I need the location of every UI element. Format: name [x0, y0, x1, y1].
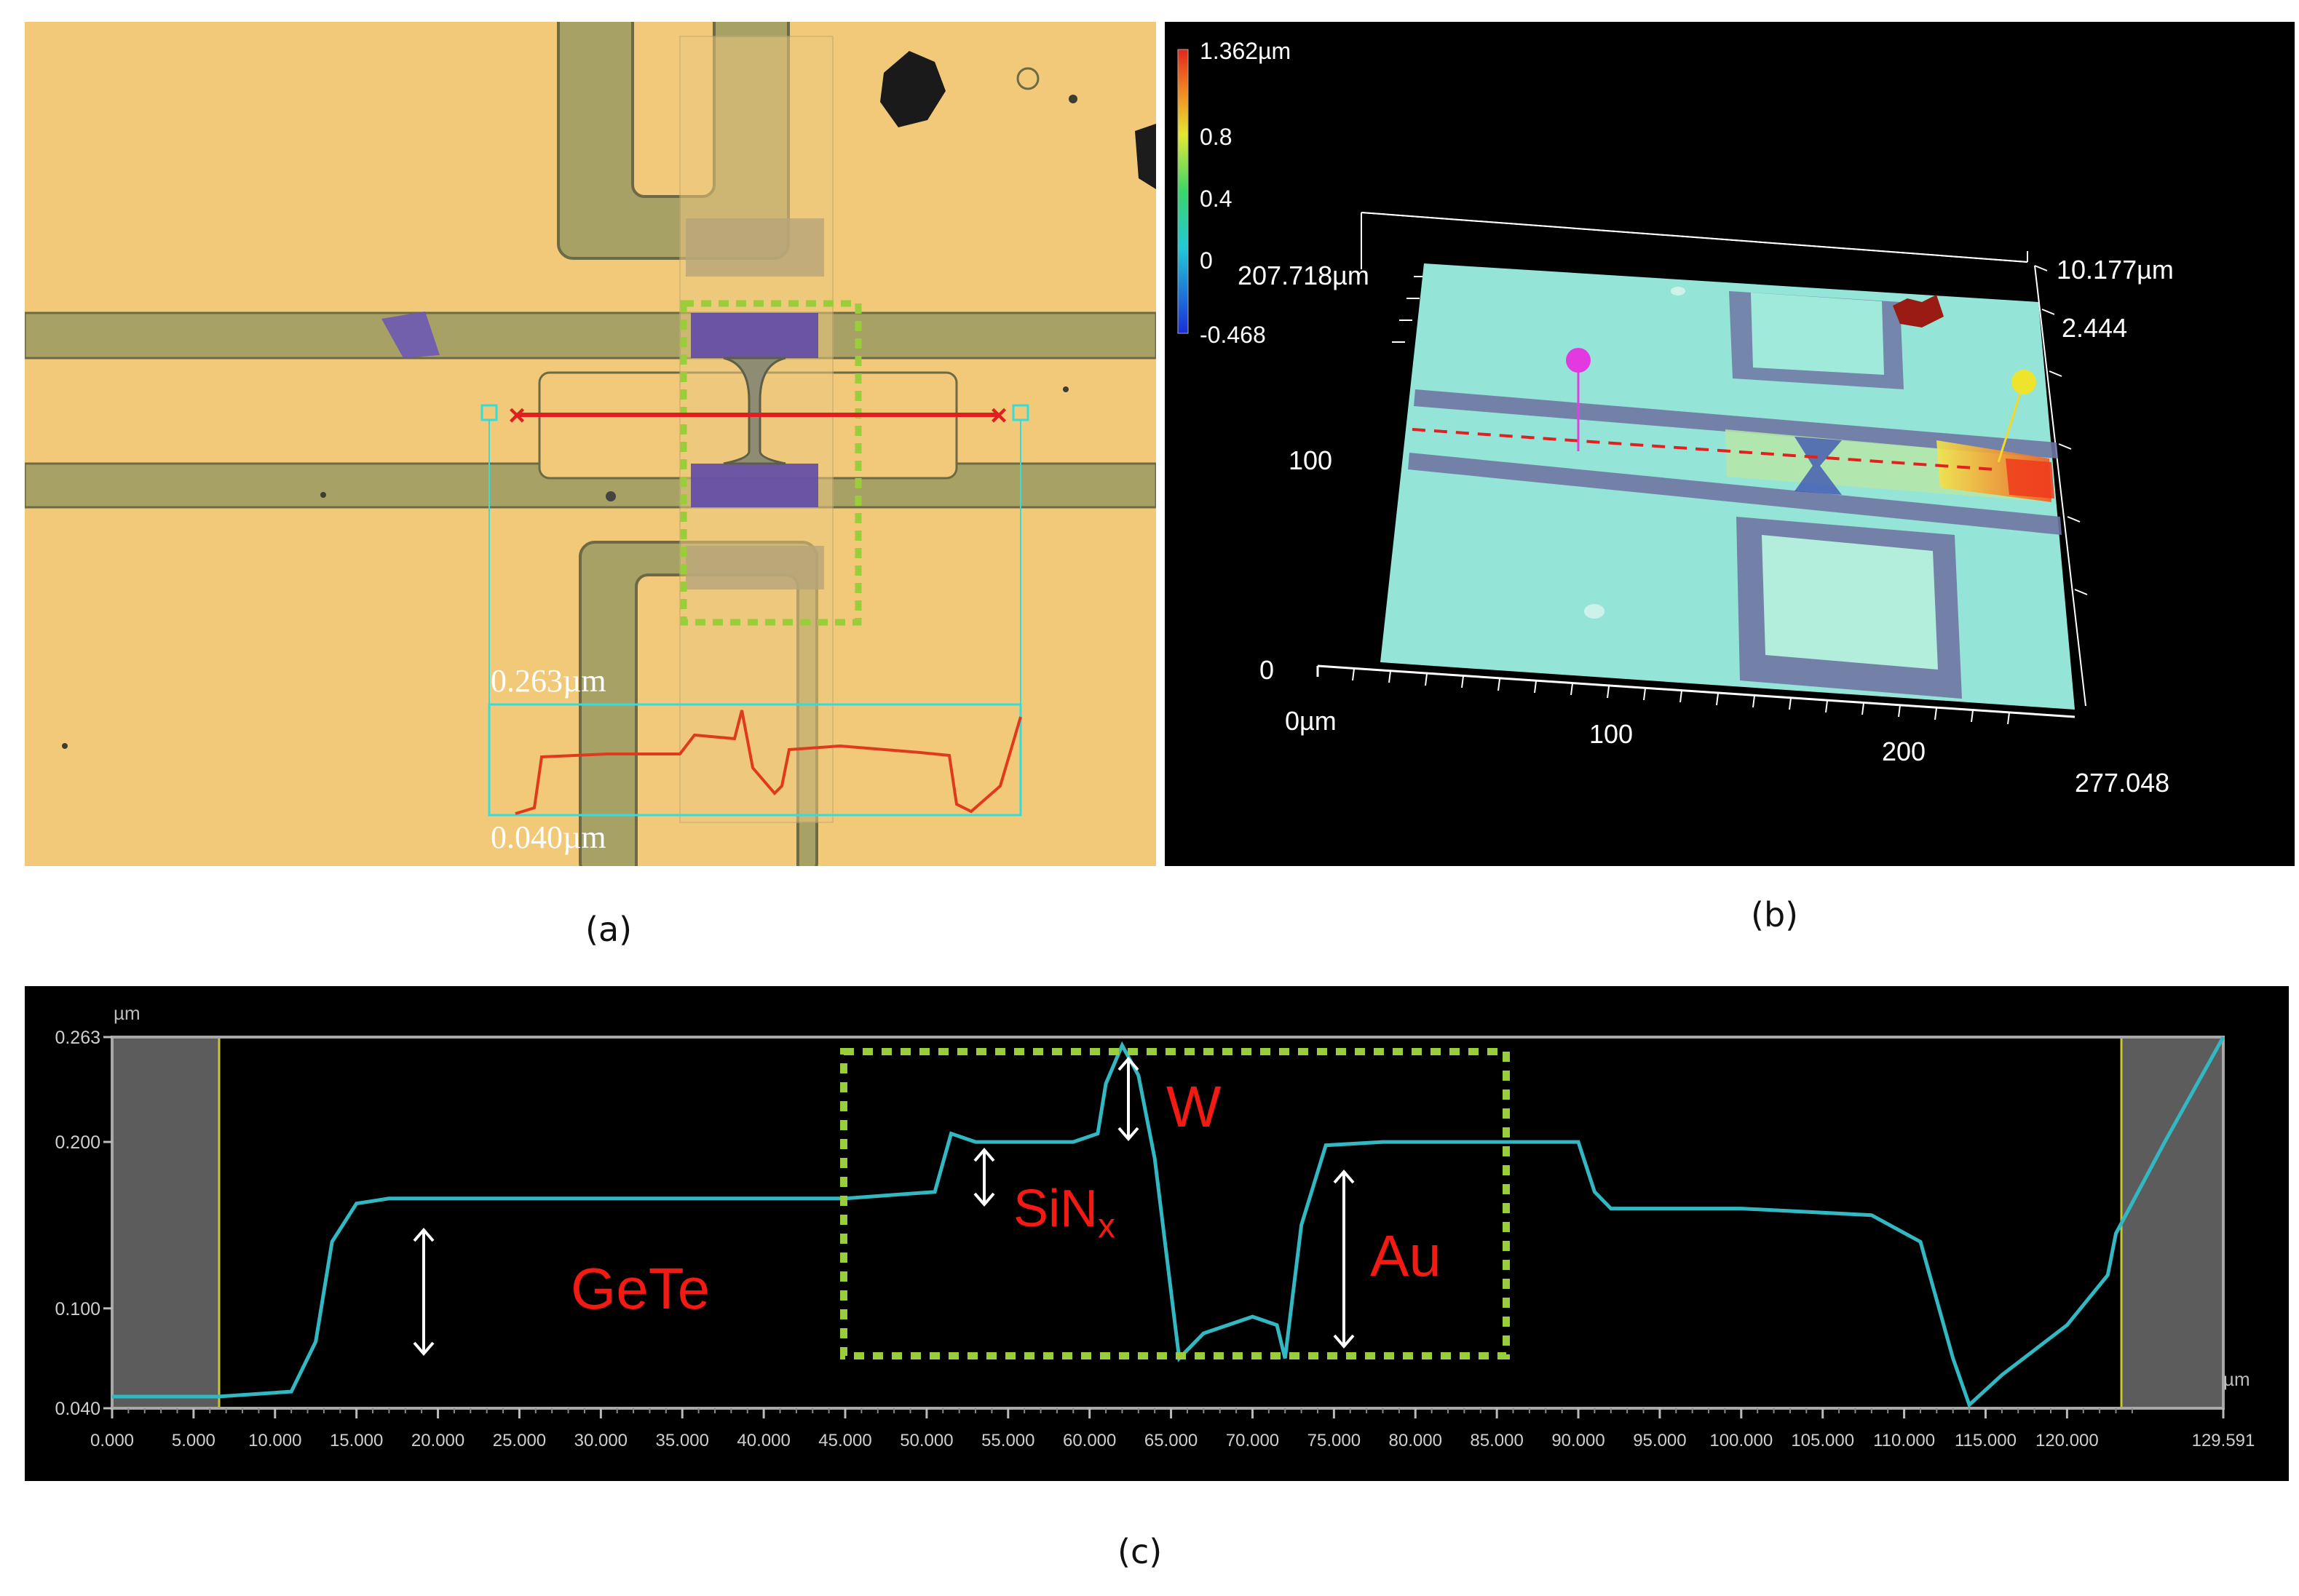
- y-tick-label: 0.200: [55, 1132, 100, 1153]
- plot-frame: [111, 1036, 2225, 1410]
- x-tick-label: 60.000: [1063, 1431, 1116, 1450]
- height-profile-chart-panel: 0.263 0.200 0.100 0.040 0.000 5.000 10.000 15.…: [25, 986, 2289, 1481]
- excluded-region-left: [114, 1039, 219, 1407]
- x-tick-label: 45.000: [818, 1431, 871, 1450]
- thickness-arrows: [413, 1056, 1355, 1357]
- colorbar-tick-0-4: 0.4: [1200, 186, 1232, 212]
- x-tick-label: 70.000: [1226, 1431, 1279, 1450]
- y-zero-label: 0: [1259, 655, 1275, 685]
- x-tick-label: 15.000: [330, 1431, 383, 1450]
- profile-series-line: [112, 1036, 2225, 1408]
- y-tick-label: 0.100: [55, 1299, 100, 1319]
- sinx-label-base: SiN: [1013, 1180, 1099, 1238]
- x-tick-label: 35.000: [656, 1431, 709, 1450]
- colorbar-tick-max: 1.362µm: [1200, 38, 1291, 64]
- colorbar: [1177, 49, 1189, 334]
- optical-micrograph-panel: × × 0.263µm 0.040µm: [25, 22, 1156, 866]
- x-tick-label: 80.000: [1389, 1431, 1442, 1450]
- z-top-label: 10.177µm: [2057, 255, 2174, 285]
- y-tick-label: 0.040: [55, 1399, 100, 1419]
- x-tick-label: 0.000: [90, 1431, 134, 1450]
- profile-max-label: 0.263µm: [491, 663, 606, 699]
- x-tick-label: 10.000: [248, 1431, 301, 1450]
- measure-start-marker: ×: [508, 400, 525, 432]
- colorbar-tick-min: -0.468: [1200, 322, 1266, 348]
- caption-b: (b): [1751, 895, 1799, 934]
- x-tick-label: 110.000: [1873, 1431, 1935, 1450]
- au-label: Au: [1370, 1223, 1441, 1288]
- x-tick-label: 25.000: [493, 1431, 546, 1450]
- x-tick-label: 5.000: [172, 1431, 215, 1450]
- x-tick-label: 95.000: [1633, 1431, 1686, 1450]
- x-tick-label: 105.000: [1791, 1431, 1854, 1450]
- colorbar-tick-0: 0: [1200, 247, 1213, 274]
- y-extent-label: 207.718µm: [1238, 261, 1369, 290]
- sinx-label-subscript: x: [1098, 1207, 1116, 1246]
- x-tick-label: 90.000: [1551, 1431, 1604, 1450]
- x-tick-label: 65.000: [1144, 1431, 1198, 1450]
- x-tick-label: 129.591: [2192, 1431, 2255, 1450]
- x-tick-label: 40.000: [737, 1431, 790, 1450]
- x-start-label: 0µm: [1285, 706, 1337, 736]
- x-tick-label: 50.000: [900, 1431, 953, 1450]
- x-tick-200: 200: [1882, 737, 1926, 766]
- x-tick-label: 20.000: [411, 1431, 464, 1450]
- caption-c: (c): [1117, 1532, 1163, 1571]
- y-mid-label: 100: [1289, 445, 1333, 475]
- gete-label: GeTe: [571, 1256, 711, 1321]
- x-tick-100: 100: [1589, 719, 1634, 749]
- x-tick-label: 55.000: [981, 1431, 1034, 1450]
- colorbar-tick-0-8: 0.8: [1200, 124, 1232, 150]
- height-profile-chart: 0.263 0.200 0.100 0.040 0.000 5.000 10.000 15.…: [55, 1028, 2255, 1450]
- x-extent-label: 277.048: [2075, 768, 2170, 798]
- x-tick-label: 120.000: [2035, 1431, 2099, 1450]
- x-tick-label: 115.000: [1955, 1431, 2017, 1450]
- sinx-label: SiNx: [1013, 1179, 1115, 1246]
- excluded-region-right: [2121, 1039, 2222, 1407]
- w-label: W: [1166, 1074, 1222, 1139]
- x-tick-label: 100.000: [1709, 1431, 1773, 1450]
- x-tick-label: 30.000: [574, 1431, 628, 1450]
- profile-min-label: 0.040µm: [491, 819, 606, 855]
- z-level-label: 2.444: [2062, 313, 2128, 343]
- surface-3d-image: [1177, 49, 2088, 725]
- measure-end-marker: ×: [990, 400, 1007, 432]
- caption-a: (a): [585, 910, 633, 949]
- highlight-box: [840, 1048, 1510, 1359]
- y-tick-label: 0.263: [55, 1028, 100, 1048]
- surface-3d-panel: 1.362µm 0.8 0.4 0 -0.468 207.718µm 100 0…: [1165, 22, 2295, 866]
- x-unit-label: µm: [2223, 1368, 2250, 1390]
- x-tick-label: 75.000: [1307, 1431, 1361, 1450]
- y-unit-label: µm: [114, 1002, 141, 1024]
- x-tick-label: 85.000: [1470, 1431, 1523, 1450]
- micrograph-image: × ×: [25, 22, 1156, 866]
